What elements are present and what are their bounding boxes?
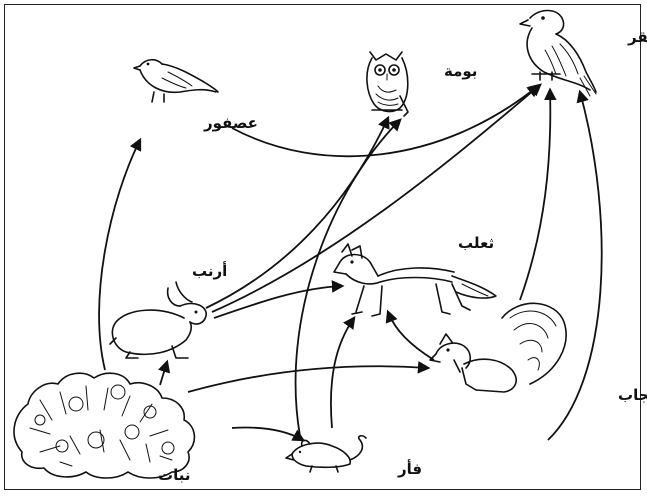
hawk-illustration	[520, 11, 596, 97]
sparrow-illustration	[134, 60, 218, 102]
label-sparrow: عصفور	[203, 114, 258, 132]
fox-illustration	[334, 244, 496, 316]
owl-illustration	[367, 52, 408, 116]
arrow-mouse-to-fox	[331, 318, 354, 428]
arrow-squirrel-to-hawk	[520, 90, 550, 300]
arrow-sparrow-to-hawk	[232, 86, 538, 156]
arrow-rabbit-to-owl	[206, 118, 388, 308]
arrow-plant-to-mouse	[232, 428, 303, 441]
label-hawk: صقر	[627, 28, 647, 46]
arrow-plant-to-rabbit	[160, 362, 167, 385]
mouse-illustration	[286, 436, 366, 472]
squirrel-illustration	[430, 303, 566, 392]
label-plant: نبات	[158, 466, 190, 484]
arrow-plant-to-squirrel	[188, 366, 428, 392]
arrow-squirrel-tail-to-hawk	[548, 92, 602, 440]
label-fox: ثعلب	[458, 234, 494, 252]
label-mouse: فأر	[397, 459, 422, 478]
arrows	[99, 85, 602, 440]
label-squirrel: سنجاب	[618, 386, 647, 404]
rabbit-illustration	[110, 282, 206, 358]
label-owl: بومة	[444, 62, 477, 80]
arrow-mouse-to-owl	[296, 120, 400, 436]
plant-illustration	[14, 373, 194, 478]
label-rabbit: أرنب	[192, 261, 227, 280]
labels: صقر بومة عصفور ثعلب أرنب سنجاب نبات فأر	[158, 28, 647, 484]
arrow-squirrel-to-fox	[388, 312, 434, 360]
arrow-plant-to-sparrow	[99, 140, 140, 370]
